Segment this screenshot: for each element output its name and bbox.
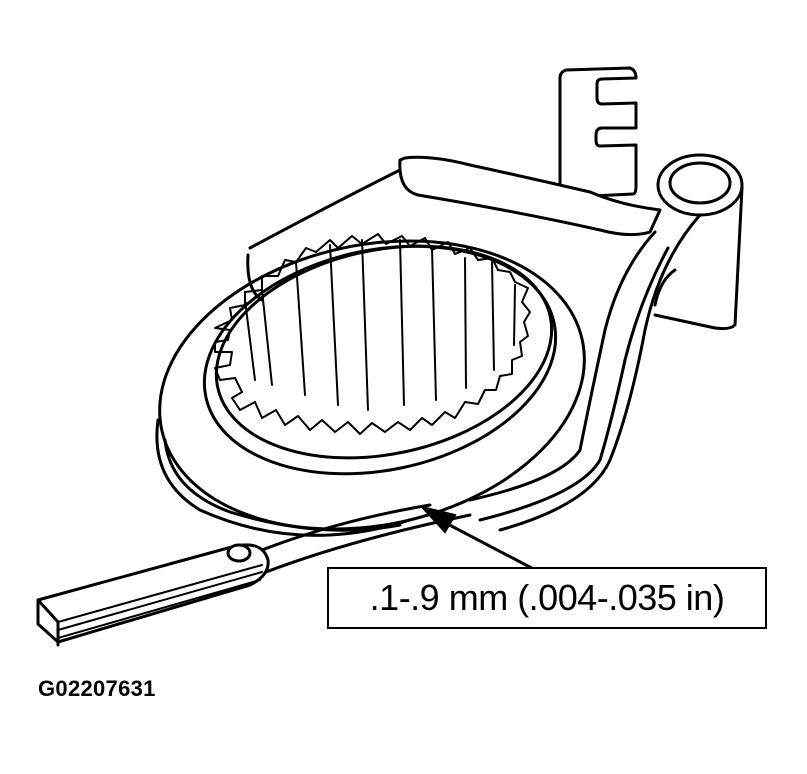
shift-rail-tab bbox=[558, 66, 638, 199]
shift-fork bbox=[246, 153, 744, 532]
clearance-spec-text: .1-.9 mm (.004-.035 in) bbox=[369, 577, 725, 618]
synchronizer-sleeve bbox=[155, 233, 586, 537]
feeler-gauge bbox=[36, 503, 472, 647]
clearance-spec-callout: .1-.9 mm (.004-.035 in) bbox=[327, 567, 767, 629]
figure-id-label: G02207631 bbox=[38, 676, 156, 701]
callout-leader-arrow bbox=[419, 505, 547, 577]
